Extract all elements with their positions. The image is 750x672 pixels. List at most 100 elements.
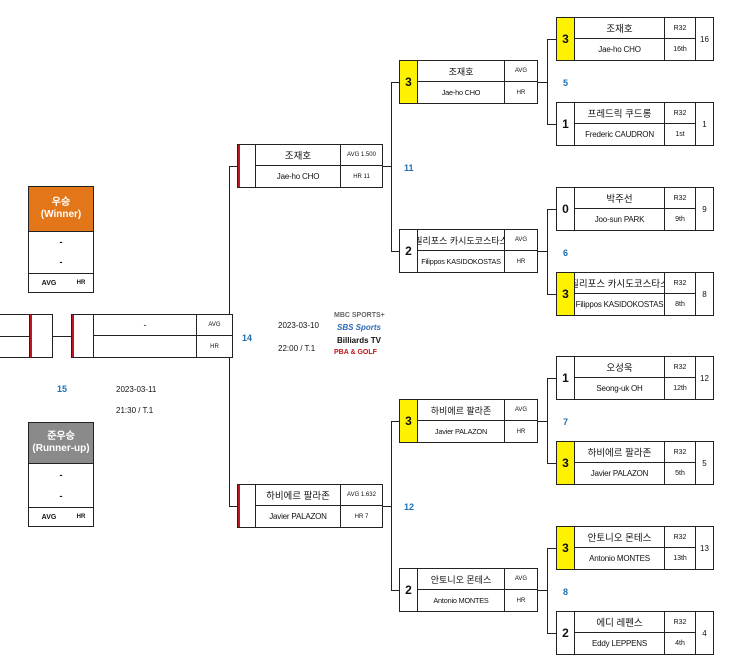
- player-name-kr: 박주선: [575, 188, 664, 209]
- bracket-connector-line: [383, 166, 391, 167]
- round-label: R32: [664, 18, 695, 39]
- group-number: 13: [695, 527, 713, 569]
- round-label: R32: [664, 273, 695, 294]
- bracket-connector-line: [547, 378, 556, 379]
- sbs-sports-logo: SBS Sports: [337, 323, 382, 332]
- avg-label: AVG: [504, 400, 537, 421]
- final-hr: HR: [196, 336, 232, 357]
- match-number: 5: [563, 78, 569, 88]
- avg-label: AVG 1.632: [340, 485, 382, 506]
- player-name-en: Frederic CAUDRON: [585, 130, 654, 139]
- seed-label: 1st: [664, 124, 695, 145]
- bracket-connector-line: [538, 590, 547, 591]
- billiards-tv-logo: Billiards TV: [337, 336, 382, 345]
- bracket-connector-line: [547, 39, 548, 125]
- hr-label: HR 11: [340, 166, 382, 187]
- divider: [0, 336, 29, 337]
- mbc-sports-logo: MBC SPORTS+: [334, 312, 385, 319]
- round-label: R32: [664, 612, 695, 633]
- bracket-connector-line: [547, 209, 556, 210]
- bracket-connector-line: [391, 251, 399, 252]
- player-score: 2: [557, 612, 575, 654]
- player-score: 3: [557, 527, 575, 569]
- player-name-kr: 안토니오 몬테스: [418, 569, 504, 590]
- r16-player-box: 2 안토니오 몬테스 Antonio MONTES AVG HR: [399, 568, 538, 612]
- bracket-connector-line: [547, 548, 556, 549]
- match-date: 2023-03-10: [278, 321, 319, 330]
- runnerup-line1: -: [29, 463, 93, 485]
- r32-player-box: 3 조재호 Jae-ho CHO R32 16th 16: [556, 17, 714, 61]
- r32-player-box: 1 프레드릭 쿠드롱 Frederic CAUDRON R32 1st 1: [556, 102, 714, 146]
- avg-label: AVG 1.500: [340, 145, 382, 166]
- sf-player-box: 조재호 Jae-ho CHO AVG 1.500 HR 11: [237, 144, 383, 188]
- hr-label: HR 7: [340, 506, 382, 527]
- round-label: R32: [664, 442, 695, 463]
- player-name-en: Jae-ho CHO: [441, 88, 481, 97]
- bracket-connector-line: [53, 336, 71, 337]
- runnerup-line2: -: [59, 491, 63, 501]
- bracket-connector-line: [547, 294, 556, 295]
- player-name-kr: 안토니오 몬테스: [575, 527, 664, 548]
- bracket-connector-line: [229, 166, 237, 167]
- player-score: 0: [557, 188, 575, 230]
- player-name-en: Antonio MONTES: [589, 554, 650, 563]
- player-name-kr: 필리포스 카시도코스타스: [418, 230, 504, 251]
- player-name-kr: 하비에르 팔라존: [575, 442, 664, 463]
- final-left-slot: [0, 314, 30, 358]
- player-score: 2: [400, 569, 418, 611]
- match-number: 6: [563, 248, 569, 258]
- r32-player-box: 0 박주선 Joo-sun PARK R32 9th 9: [556, 187, 714, 231]
- r16-player-box: 3 조재호 Jae-ho CHO AVG HR: [399, 60, 538, 104]
- player-score: 3: [557, 18, 575, 60]
- bracket-connector-line: [538, 421, 547, 422]
- player-name-kr: 프레드릭 쿠드롱: [575, 103, 664, 124]
- player-name-en: Javier PALAZON: [269, 512, 327, 521]
- r32-player-box: 1 오성욱 Seong-uk OH R32 12th 12: [556, 356, 714, 400]
- bracket-connector-line: [538, 82, 547, 83]
- seed-label: 8th: [664, 294, 695, 315]
- bracket-connector-line: [547, 378, 548, 464]
- player-score: 3: [400, 61, 418, 103]
- runnerup-hr: HR: [69, 507, 93, 526]
- winner-avg: AVG: [29, 273, 69, 292]
- match-number: 14: [242, 333, 253, 343]
- final-player-name: -: [94, 315, 196, 336]
- bracket-connector-line: [391, 421, 399, 422]
- r32-player-box: 3 안토니오 몬테스 Antonio MONTES R32 13th 13: [556, 526, 714, 570]
- player-name-en: Joo-sun PARK: [594, 215, 645, 224]
- group-number: 9: [695, 188, 713, 230]
- player-name-kr: 하비에르 팔라존: [418, 400, 504, 421]
- winner-line2: -: [59, 257, 63, 267]
- winner-subtitle: (Winner): [40, 209, 82, 220]
- player-name-kr: 하비에르 팔라존: [256, 485, 340, 506]
- match-number: 11: [404, 163, 414, 173]
- runnerup-box: 준우승 (Runner-up) - - AVG HR: [28, 422, 94, 527]
- final-score-cell: [72, 315, 94, 357]
- group-number: 16: [695, 18, 713, 60]
- bracket-connector-line: [391, 82, 392, 252]
- seed-label: 5th: [664, 463, 695, 484]
- group-number: 5: [695, 442, 713, 484]
- bracket-connector-line: [391, 421, 392, 591]
- group-number: 1: [695, 103, 713, 145]
- group-number: 8: [695, 273, 713, 315]
- winner-title: 우승: [51, 197, 71, 208]
- runnerup-subtitle: (Runner-up): [32, 443, 90, 454]
- player-score: 1: [557, 103, 575, 145]
- hr-label: HR: [504, 251, 537, 272]
- seed-label: 4th: [664, 633, 695, 654]
- player-score: [238, 145, 256, 187]
- player-name-kr: 조재호: [418, 61, 504, 82]
- runnerup-title: 준우승: [47, 431, 75, 442]
- player-name-en: Antonio MONTES: [433, 596, 489, 605]
- player-score: 3: [400, 400, 418, 442]
- final-box: - AVG HR: [71, 314, 233, 358]
- r32-player-box: 2 에디 레펜스 Eddy LEPPENS R32 4th 4: [556, 611, 714, 655]
- player-score: 3: [557, 273, 575, 315]
- player-name-kr: 조재호: [575, 18, 664, 39]
- avg-label: AVG: [504, 61, 537, 82]
- final-avg: AVG: [196, 315, 232, 336]
- round-label: R32: [664, 103, 695, 124]
- seed-label: 9th: [664, 209, 695, 230]
- winner-box: 우승 (Winner) - - AVG HR: [28, 186, 94, 293]
